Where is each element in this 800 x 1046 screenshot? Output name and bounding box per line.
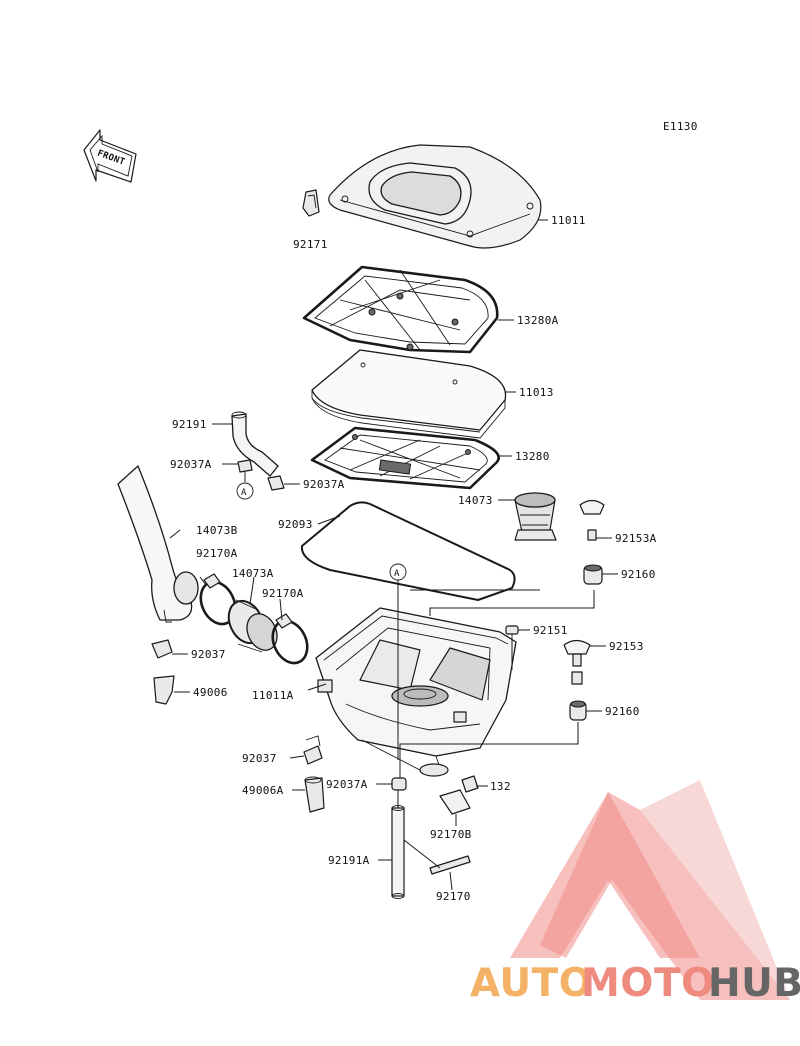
drain-hose-92191A-part	[391, 805, 405, 899]
element-frame-upper-part	[302, 265, 499, 354]
label-92037: 92037	[191, 648, 226, 661]
rubber-joint-part	[227, 599, 278, 653]
label-14073: 14073	[458, 494, 493, 507]
filter-element-part	[311, 349, 507, 439]
leader-lines	[169, 219, 618, 891]
clamp-92037-lower-part	[303, 735, 323, 765]
intake-funnel-part	[514, 492, 557, 541]
label-92153: 92153	[609, 640, 644, 653]
label-14073A: 14073A	[232, 567, 274, 580]
clip-132-part	[461, 775, 479, 793]
label-92170B: 92170B	[430, 828, 472, 841]
label-92170: 92170	[436, 890, 471, 903]
grommet-92160-lower-part	[569, 700, 587, 721]
label-11013: 11013	[519, 386, 554, 399]
label-13280: 13280	[515, 450, 550, 463]
part-labels: 11011 92171 13280A 11013 92191 13280 920…	[170, 214, 657, 903]
label-11011A: 11011A	[252, 689, 294, 702]
label-92160-lower: 92160	[605, 705, 640, 718]
label-92153A: 92153A	[615, 532, 657, 545]
diagram-ref-code: E1130	[663, 120, 698, 133]
watermark-text-hub: HUB	[708, 961, 800, 1006]
label-92037A-lower: 92037A	[326, 778, 368, 791]
reference-marker-a-top-icon: A	[236, 472, 254, 500]
label-92170A-left: 92170A	[196, 547, 238, 560]
air-box-housing-part	[315, 607, 517, 777]
intake-duct-part	[117, 465, 199, 623]
watermark-text-auto: AUTO	[470, 961, 592, 1006]
label-92037A-right: 92037A	[303, 478, 345, 491]
label-92191A: 92191A	[328, 854, 370, 867]
clamp-92170B-part	[439, 789, 471, 815]
gasket-92093-part	[300, 501, 516, 601]
label-92191: 92191	[172, 418, 207, 431]
breather-hose-part	[231, 411, 279, 477]
reference-marker-a-lower-icon: A	[389, 563, 407, 590]
clamp-92037-part	[151, 639, 173, 659]
label-49006A: 49006A	[242, 784, 284, 797]
clamp-92037A-lower-part	[391, 777, 407, 791]
label-92171: 92171	[293, 238, 328, 251]
clamp-92037A-right-part	[267, 475, 285, 491]
svg-text:A: A	[241, 488, 247, 498]
label-92170A-right: 92170A	[262, 587, 304, 600]
label-92160-upper: 92160	[621, 568, 656, 581]
label-132: 132	[490, 780, 511, 793]
bolt-92153A-part	[579, 499, 605, 541]
band-92170-part	[429, 855, 471, 875]
drain-cap-49006-part	[153, 675, 175, 705]
svg-text:A: A	[394, 569, 400, 579]
label-92037-lower: 92037	[242, 752, 277, 765]
element-frame-lower-part	[310, 426, 500, 490]
label-14073B: 14073B	[196, 524, 238, 537]
clip-92171-part	[302, 189, 320, 217]
grommet-92160-upper-part	[583, 564, 603, 585]
plug-49006A-part	[304, 776, 325, 813]
label-92037A-top: 92037A	[170, 458, 212, 471]
label-92093: 92093	[278, 518, 313, 531]
label-49006: 49006	[193, 686, 228, 699]
hose-clamp-right-part	[271, 613, 309, 665]
watermark-text-moto: MOTO	[581, 961, 715, 1006]
label-13280A: 13280A	[517, 314, 559, 327]
watermark-logo-icon	[510, 780, 790, 1000]
label-92151: 92151	[533, 624, 568, 637]
air-cleaner-cover-part	[328, 144, 542, 249]
bolt-92153-part	[563, 639, 591, 685]
hose-clamp-left-part	[199, 573, 237, 626]
label-11011: 11011	[551, 214, 586, 227]
front-arrow-icon: FRONT	[83, 129, 137, 183]
clamp-92037A-top-part	[237, 459, 253, 473]
